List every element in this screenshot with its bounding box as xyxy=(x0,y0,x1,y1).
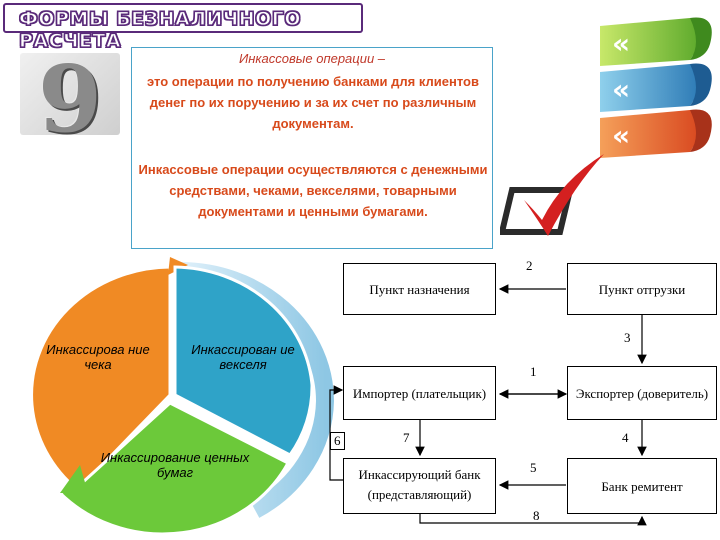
chevron-left-green-icon: « xyxy=(600,17,712,66)
segment-securities-label: Инкассирование ценных бумаг xyxy=(100,450,250,480)
collection-types-diagram xyxy=(30,257,335,536)
svg-text:«: « xyxy=(612,119,630,152)
step-4-label: 4 xyxy=(622,430,629,445)
step-3-label: 3 xyxy=(624,330,631,345)
step-2-label: 2 xyxy=(526,258,533,273)
segment-check xyxy=(30,265,172,493)
segment-securities xyxy=(57,401,291,536)
segment-bill-label: Инкассирован ие векселя xyxy=(191,342,295,372)
step-8-label: 8 xyxy=(533,508,540,523)
page-title: ФОРМЫ БЕЗНАЛИЧНОГО РАСЧЕТА xyxy=(18,7,302,52)
segment-bill xyxy=(173,265,314,457)
definition-title: Инкассовые операции – xyxy=(238,51,386,66)
step-7-label: 7 xyxy=(403,430,410,445)
definition-text-2: Инкассовые операции осуществляются с ден… xyxy=(138,162,488,219)
svg-text:«: « xyxy=(612,27,630,60)
box-remitting-bank: Банк ремитент xyxy=(567,458,717,514)
definition-text-1: это операции по получению банками для кл… xyxy=(147,74,479,131)
box-shipment: Пункт отгрузки xyxy=(567,263,717,315)
title-frame: ФОРМЫ БЕЗНАЛИЧНОГО РАСЧЕТА xyxy=(3,3,363,53)
box-collecting-bank: Инкассирующий банк (представляющий) xyxy=(343,458,496,514)
checkbox-checkmark-icon xyxy=(500,154,604,236)
step-5-label: 5 xyxy=(530,460,537,475)
chevron-left-orange-icon: « xyxy=(600,109,712,158)
slide-number-tile: 9 xyxy=(20,45,120,153)
box-destination: Пункт назначения xyxy=(343,263,496,315)
chevron-left-blue-icon: « xyxy=(600,63,712,112)
box-importer: Импортер (плательщик) xyxy=(343,366,496,420)
ribbon-arrows: « « « xyxy=(600,17,712,158)
slide-number: 9 xyxy=(37,45,102,153)
step-1-label: 1 xyxy=(530,364,537,379)
step-6-label: 6 xyxy=(330,432,345,450)
flow-arrows xyxy=(329,284,647,526)
definition-box: Инкассовые операции – это операции по по… xyxy=(131,47,493,249)
segment-check-label: Инкассирова ние чека xyxy=(46,342,150,372)
box-exporter: Экспортер (доверитель) xyxy=(567,366,717,420)
svg-text:«: « xyxy=(612,73,630,106)
